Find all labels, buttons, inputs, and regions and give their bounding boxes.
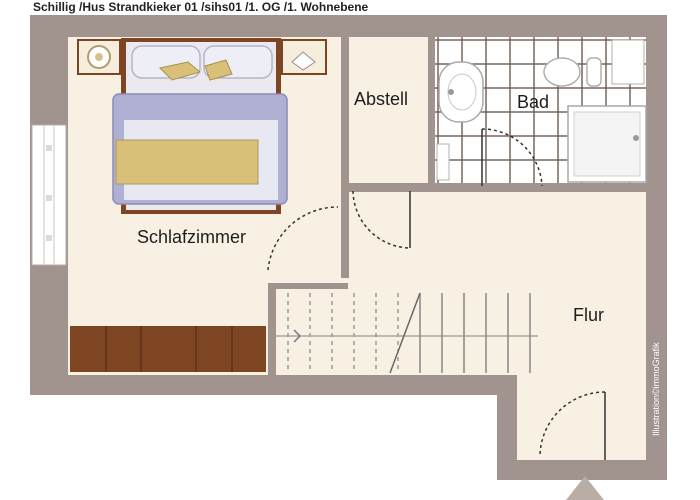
plan-caption: Schillig /Hus Strandkieker 01 /sihs01 /1… — [33, 0, 369, 14]
interior-walls — [268, 37, 564, 375]
wardrobe — [70, 326, 266, 372]
label-bath: Bad — [517, 92, 549, 112]
label-hall: Flur — [573, 305, 604, 325]
window-left — [31, 124, 67, 266]
wash-basin — [438, 61, 484, 123]
label-storage: Abstell — [354, 89, 408, 109]
label-bedroom: Schlafzimmer — [137, 227, 246, 247]
nightstand-left — [77, 39, 121, 75]
storage-floor — [349, 37, 428, 183]
shower-tray — [567, 105, 647, 183]
nightstand-right — [281, 39, 327, 75]
entrance-arrow-icon — [566, 476, 604, 500]
bath-door — [481, 128, 543, 187]
window-bath — [611, 39, 645, 85]
double-bed — [112, 38, 288, 214]
bath-towel-rail — [436, 143, 450, 181]
illustration-credit: Illustration©immoGrafik — [651, 342, 661, 436]
toilet — [543, 57, 602, 87]
storage-door — [352, 190, 411, 249]
staircase — [276, 292, 538, 374]
bedroom-door — [267, 206, 339, 271]
entrance-door — [539, 391, 606, 460]
